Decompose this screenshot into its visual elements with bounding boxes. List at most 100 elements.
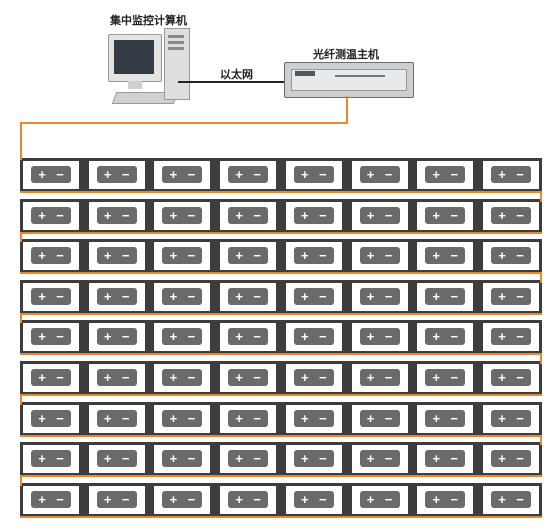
battery-cell: +− <box>285 486 342 514</box>
fiber-cable <box>20 191 542 193</box>
battery-terminal-icon: +− <box>293 207 334 224</box>
battery-terminal-icon: +− <box>293 328 334 345</box>
battery-terminal-icon: +− <box>425 450 466 467</box>
positive-terminal: + <box>103 329 112 344</box>
positive-terminal: + <box>235 492 243 507</box>
battery-terminal-icon: +− <box>359 328 400 345</box>
battery-cell: +− <box>154 242 211 270</box>
positive-terminal: + <box>169 289 178 304</box>
positive-terminal: + <box>235 329 243 344</box>
negative-terminal: − <box>516 411 524 426</box>
negative-terminal: − <box>319 492 327 507</box>
positive-terminal: + <box>103 289 112 304</box>
battery-cell: +− <box>351 283 408 311</box>
battery-terminal-icon: +− <box>228 491 269 508</box>
battery-terminal-icon: +− <box>491 247 531 264</box>
fiber-cable <box>20 313 542 315</box>
positive-terminal: + <box>103 451 112 466</box>
battery-terminal-icon: +− <box>425 247 466 264</box>
positive-terminal: + <box>301 208 309 223</box>
negative-terminal: − <box>56 451 64 466</box>
negative-terminal: − <box>253 370 261 385</box>
battery-terminal-icon: +− <box>293 491 334 508</box>
battery-cell: +− <box>220 486 277 514</box>
battery-cell: +− <box>351 242 408 270</box>
negative-terminal: − <box>121 329 130 344</box>
negative-terminal: − <box>56 370 64 385</box>
battery-cell: +− <box>483 202 539 230</box>
battery-cell: +− <box>351 161 408 189</box>
battery-terminal-icon: +− <box>96 247 137 264</box>
battery-terminal-icon: +− <box>228 207 269 224</box>
battery-terminal-icon: +− <box>293 166 334 183</box>
battery-terminal-icon: +− <box>293 247 334 264</box>
negative-terminal: − <box>450 329 459 344</box>
negative-terminal: − <box>450 492 459 507</box>
battery-cell: +− <box>351 486 408 514</box>
negative-terminal: − <box>121 208 130 223</box>
battery-terminal-icon: +− <box>96 491 137 508</box>
positive-terminal: + <box>366 248 375 263</box>
battery-cell: +− <box>483 364 539 392</box>
battery-terminal-icon: +− <box>162 369 203 386</box>
positive-terminal: + <box>432 492 441 507</box>
negative-terminal: − <box>450 167 459 182</box>
battery-terminal-icon: +− <box>491 207 531 224</box>
negative-terminal: − <box>384 167 393 182</box>
battery-cell: +− <box>417 445 474 473</box>
battery-terminal-icon: +− <box>96 166 137 183</box>
battery-terminal-icon: +− <box>228 247 269 264</box>
battery-terminal-icon: +− <box>162 450 203 467</box>
battery-terminal-icon: +− <box>96 369 137 386</box>
negative-terminal: − <box>319 167 327 182</box>
fiber-cable <box>20 232 22 242</box>
positive-terminal: + <box>498 289 506 304</box>
battery-cell: +− <box>23 242 79 270</box>
positive-terminal: + <box>235 370 243 385</box>
battery-cell: +− <box>220 283 277 311</box>
fiber-cable <box>20 232 542 234</box>
positive-terminal: + <box>38 492 46 507</box>
negative-terminal: − <box>121 370 130 385</box>
fiber-cable <box>20 394 542 396</box>
battery-terminal-icon: +− <box>228 369 269 386</box>
battery-cell: +− <box>220 242 277 270</box>
monitor <box>108 34 162 82</box>
negative-terminal: − <box>384 492 393 507</box>
positive-terminal: + <box>235 248 243 263</box>
positive-terminal: + <box>301 289 309 304</box>
battery-terminal-icon: +− <box>31 247 71 264</box>
battery-terminal-icon: +− <box>96 288 137 305</box>
positive-terminal: + <box>235 167 243 182</box>
battery-cell: +− <box>88 283 145 311</box>
battery-terminal-icon: +− <box>425 328 466 345</box>
positive-terminal: + <box>38 208 46 223</box>
positive-terminal: + <box>169 329 178 344</box>
computer-label: 集中监控计算机 <box>110 14 187 27</box>
fiber-cable <box>540 191 542 202</box>
battery-terminal-icon: +− <box>293 450 334 467</box>
battery-cell: +− <box>220 323 277 351</box>
fiber-cable <box>540 353 542 364</box>
negative-terminal: − <box>384 208 393 223</box>
battery-terminal-icon: +− <box>31 491 71 508</box>
battery-terminal-icon: +− <box>293 288 334 305</box>
battery-cell: +− <box>23 323 79 351</box>
battery-cell: +− <box>351 202 408 230</box>
battery-cell: +− <box>154 323 211 351</box>
positive-terminal: + <box>235 451 243 466</box>
host-label: 光纤测温主机 <box>313 48 379 61</box>
battery-cell: +− <box>483 283 539 311</box>
battery-terminal-icon: +− <box>425 491 466 508</box>
positive-terminal: + <box>498 411 506 426</box>
negative-terminal: − <box>516 248 524 263</box>
battery-terminal-icon: +− <box>359 288 400 305</box>
battery-terminal-icon: +− <box>162 288 203 305</box>
negative-terminal: − <box>384 329 393 344</box>
battery-cell: +− <box>23 445 79 473</box>
positive-terminal: + <box>169 208 178 223</box>
fiber-cable <box>20 313 22 323</box>
positive-terminal: + <box>301 411 309 426</box>
battery-cell: +− <box>351 364 408 392</box>
battery-cell: +− <box>417 486 474 514</box>
